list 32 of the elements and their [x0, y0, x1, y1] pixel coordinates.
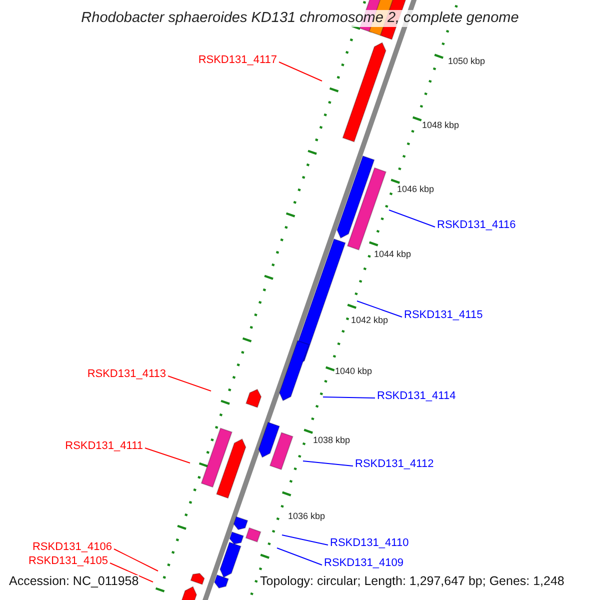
scale-label: 1042 kbp	[351, 316, 388, 325]
gene-label: RSKD131_4112	[355, 459, 434, 470]
gene-label: RSKD131_4110	[330, 538, 409, 549]
gene-label: RSKD131_4116	[437, 220, 516, 231]
scale-label: 1050 kbp	[448, 57, 486, 66]
leader-line	[322, 396, 376, 398]
topology-text: Topology: circular; Length: 1,297,647 bp; Genes: 1,248	[260, 575, 564, 588]
scale-label: 1036 kbp	[288, 512, 326, 521]
leader-line	[110, 562, 154, 582]
leader-line	[168, 376, 212, 392]
scale-label: 1040 kbp	[335, 367, 372, 376]
gene-label: RSKD131_4106	[32, 542, 112, 553]
leader-line	[388, 210, 436, 228]
leader-line	[356, 300, 402, 318]
gene-label: RSKD131_4113	[87, 369, 166, 380]
gene-label: RSKD131_4111	[65, 441, 143, 452]
leader-line	[278, 62, 322, 82]
leader-line	[302, 460, 354, 466]
accession-text: Accession: NC_011958	[9, 575, 139, 588]
leader-line	[144, 448, 190, 464]
scale-label: 1048 kbp	[422, 121, 460, 130]
leader-line	[282, 534, 328, 546]
leader-line	[276, 548, 322, 566]
scale-label: 1044 kbp	[374, 250, 412, 259]
scale-label: 1046 kbp	[397, 185, 434, 194]
gene-label: RSKD131_4117	[198, 55, 277, 66]
leader-line	[114, 548, 158, 572]
scale-label: 1038 kbp	[313, 436, 350, 445]
gene-label: RSKD131_4115	[404, 310, 483, 321]
gene-label: RSKD131_4114	[377, 391, 456, 402]
gene-label: RSKD131_4109	[324, 558, 404, 569]
gene-label: RSKD131_4105	[28, 556, 108, 567]
